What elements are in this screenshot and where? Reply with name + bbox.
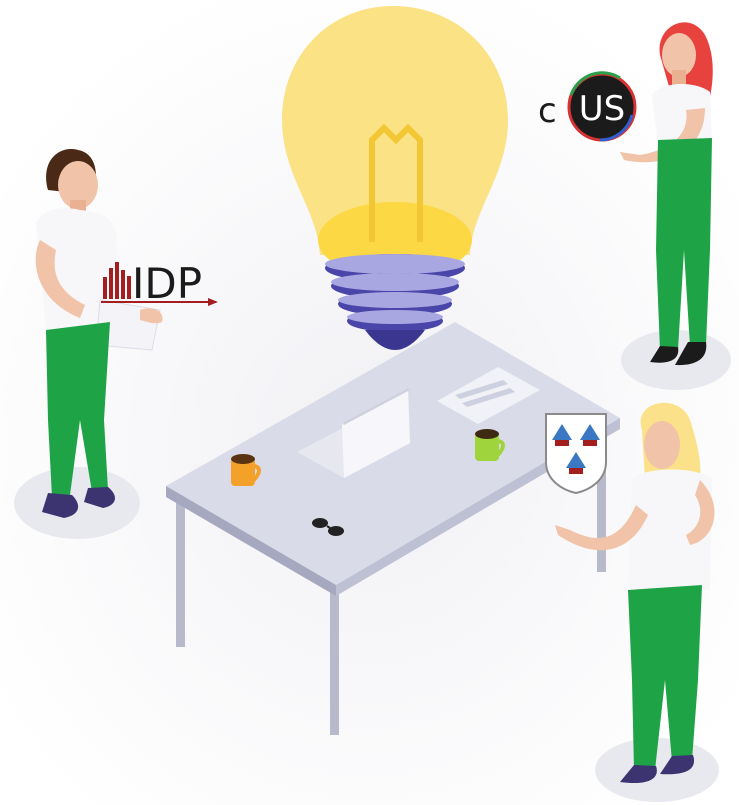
idp-logo: IDP [101, 259, 218, 308]
cus-logo-c: c [538, 91, 557, 131]
person-bottom-right-woman [555, 402, 715, 784]
laptop-icon [297, 388, 410, 478]
coat-of-arms-icon [545, 413, 607, 495]
papers-icon [437, 367, 540, 424]
orange-mug-icon [231, 454, 261, 486]
cus-logo-us: US [579, 89, 625, 129]
light-bulb-icon [282, 6, 508, 350]
cus-logo: c US [538, 71, 637, 142]
person-top-right-woman [620, 22, 713, 366]
person-left-man [35, 149, 163, 518]
idp-logo-text: IDP [132, 259, 202, 308]
glasses-icon [312, 518, 344, 536]
green-mug-icon [475, 429, 505, 461]
